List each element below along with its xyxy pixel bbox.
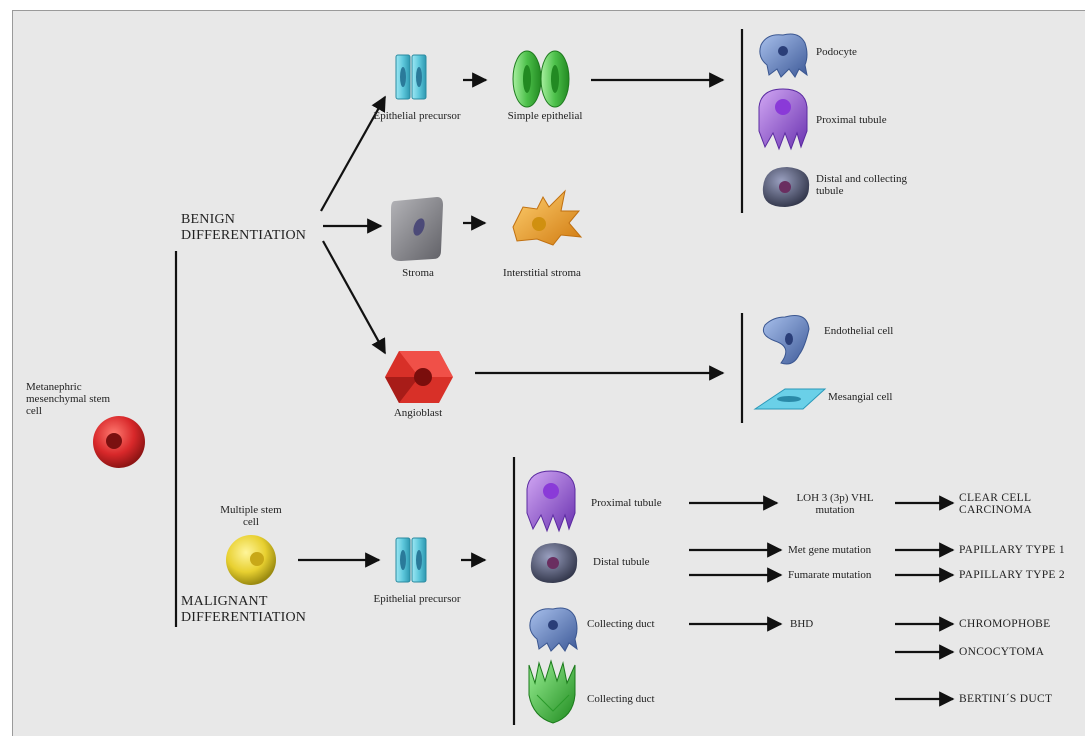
row-result-label: PAPILLARY TYPE 2 (959, 569, 1065, 581)
distal-tubule-icon-malignant (530, 543, 578, 583)
multiple-stem-cell-icon (226, 535, 276, 585)
podocyte-label: Podocyte (816, 46, 857, 58)
diagram-canvas: Metanephric mesenchymal stem cell BENIGN… (12, 10, 1085, 736)
proximal-tubule-icon (758, 88, 808, 151)
row-result-label: BERTINI´S DUCT (959, 693, 1053, 705)
proximal-tubule-label: Proximal tubule (816, 114, 887, 126)
mesangial-cell-icon (753, 388, 827, 410)
podocyte-icon (759, 33, 808, 78)
angioblast-label: Angioblast (393, 407, 443, 419)
row-mutation-label: Fumarate mutation (788, 569, 872, 581)
endothelial-cell-icon (762, 315, 810, 365)
simple-epithelial-label: Simple epithelial (507, 110, 583, 122)
row-cell-label: Collecting duct (587, 618, 655, 630)
epithelial-precursor-icon-malignant (395, 537, 427, 583)
interstitial-stroma-icon (512, 189, 583, 246)
flow-arrows (298, 72, 955, 707)
stroma-label: Stroma (402, 267, 434, 279)
connector-lines (174, 29, 744, 725)
row-mutation-label: BHD (790, 618, 814, 630)
row-result-label: PAPILLARY TYPE 1 (959, 544, 1065, 556)
multiple-stem-cell-label: Multiple stem cell (220, 504, 282, 528)
root-cell-label: Metanephric mesenchymal stem cell (26, 381, 111, 417)
benign-heading: BENIGN DIFFERENTIATION (181, 212, 307, 243)
collecting-duct-icon-green (528, 659, 576, 724)
row-result-label: ONCOCYTOMA (959, 646, 1045, 658)
epithelial-precursor-label-malignant: Epithelial precursor (373, 593, 461, 605)
mesangial-cell-label: Mesangial cell (828, 391, 893, 403)
angioblast-icon (385, 351, 453, 403)
diagram-graphics (93, 29, 955, 725)
malignant-heading: MALIGNANT DIFFERENTIATION (181, 594, 307, 625)
simple-epithelial-icon (512, 50, 570, 108)
row-mutation-label: LOH 3 (3p) VHL mutation (796, 492, 874, 516)
epithelial-precursor-label: Epithelial precursor (373, 110, 461, 122)
row-mutation-label: Met gene mutation (788, 544, 872, 556)
row-cell-label: Proximal tubule (591, 497, 662, 509)
distal-tubule-icon (762, 167, 810, 207)
endothelial-cell-label: Endothelial cell (824, 325, 894, 337)
row-cell-label: Distal tubule (593, 556, 650, 568)
proximal-tubule-icon-malignant (526, 470, 576, 533)
distal-collecting-tubule-label: Distal and collecting tubule (816, 173, 908, 197)
row-result-label: CHROMOPHOBE (959, 618, 1051, 630)
row-result-label: CLEAR CELL CARCINOMA (959, 492, 1032, 516)
collecting-duct-icon (529, 607, 578, 652)
stem-cell-icon (93, 416, 145, 468)
epithelial-precursor-icon (395, 54, 427, 100)
stroma-icon (391, 197, 443, 261)
row-cell-label: Collecting duct (587, 693, 655, 705)
interstitial-stroma-label: Interstitial stroma (503, 267, 581, 279)
